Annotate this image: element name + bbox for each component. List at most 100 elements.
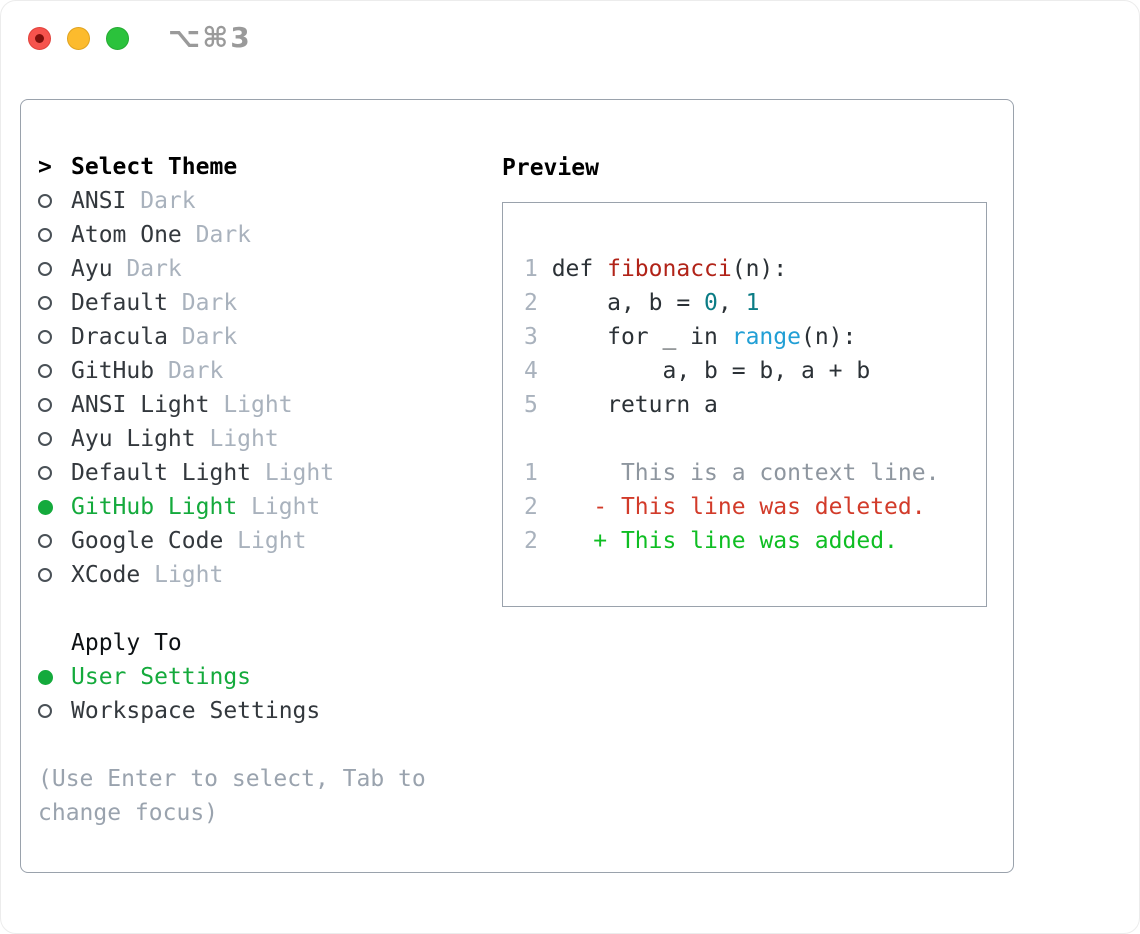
- close-button[interactable]: [28, 27, 51, 50]
- radio-slot: [38, 398, 71, 412]
- option-variant: Dark: [167, 324, 238, 350]
- code-segment: 1: [745, 290, 760, 316]
- option-name: Google Code: [71, 528, 224, 554]
- zoom-button[interactable]: [106, 27, 129, 50]
- option-variant: Light: [140, 562, 224, 588]
- theme-option-github[interactable]: GitHub Dark: [38, 354, 470, 388]
- radio-icon: [38, 194, 52, 208]
- radio-icon: [38, 262, 52, 276]
- theme-option-ayu-light[interactable]: Ayu Light Light: [38, 422, 470, 456]
- apply-to-label: Apply To: [71, 630, 182, 656]
- option-variant: Dark: [181, 222, 252, 248]
- code-line: 3 for _ in range(n):: [524, 320, 986, 354]
- line-number: 3: [524, 324, 538, 350]
- select-theme-header: > Select Theme: [38, 150, 470, 184]
- radio-selected-icon: [38, 669, 53, 685]
- option-name: ANSI: [71, 188, 127, 214]
- code-segment: (n):: [731, 256, 788, 282]
- theme-option-dracula[interactable]: Dracula Dark: [38, 320, 470, 354]
- theme-option-default[interactable]: Default Dark: [38, 286, 470, 320]
- option-name: Dracula: [71, 324, 168, 350]
- code-segment: 0: [704, 290, 718, 316]
- preview-label: Preview: [502, 155, 599, 181]
- radio-icon: [38, 228, 52, 242]
- code-segment: This is a context line.: [537, 460, 940, 486]
- theme-option-default-light[interactable]: Default Light Light: [38, 456, 470, 490]
- apply-option-user-settings[interactable]: User Settings: [38, 660, 470, 694]
- window-title: ⌥⌘3: [168, 21, 252, 54]
- radio-icon: [38, 296, 52, 310]
- radio-slot: [38, 330, 71, 344]
- radio-slot: [38, 432, 71, 446]
- code-segment: def: [537, 256, 608, 282]
- radio-selected-icon: [38, 499, 53, 515]
- option-variant: Light: [209, 392, 293, 418]
- option-variant: Light: [223, 528, 307, 554]
- option-name: Ayu: [71, 256, 113, 282]
- option-name: Default: [71, 290, 168, 316]
- select-theme-label: Select Theme: [71, 154, 238, 180]
- option-name: ANSI Light: [71, 392, 210, 418]
- radio-slot: [38, 364, 71, 378]
- line-number: [524, 426, 538, 452]
- close-dot-icon: [35, 34, 44, 43]
- code-line: 4 a, b = b, a + b: [524, 354, 986, 388]
- theme-option-ansi[interactable]: ANSI Dark: [38, 184, 470, 218]
- theme-option-google-code[interactable]: Google Code Light: [38, 524, 470, 558]
- radio-slot: [38, 296, 71, 310]
- spacer: [38, 728, 470, 762]
- code-line: 2 + This line was added.: [524, 524, 986, 558]
- option-name: Workspace Settings: [71, 698, 321, 724]
- line-number: 5: [524, 392, 538, 418]
- line-number: 2: [524, 528, 538, 554]
- radio-slot: [38, 194, 71, 208]
- theme-option-github-light[interactable]: GitHub Light Light: [38, 490, 470, 524]
- option-variant: Dark: [126, 188, 196, 214]
- option-name: Ayu Light: [71, 426, 196, 452]
- radio-slot: [38, 669, 71, 685]
- code-line: 1 This is a context line.: [524, 456, 986, 490]
- option-name: User Settings: [71, 664, 252, 690]
- theme-option-ayu[interactable]: Ayu Dark: [38, 252, 470, 286]
- option-name: XCode: [71, 562, 141, 588]
- radio-icon: [38, 534, 52, 548]
- radio-icon: [38, 568, 52, 582]
- apply-option-workspace-settings[interactable]: Workspace Settings: [38, 694, 470, 728]
- spacer: [38, 592, 470, 626]
- radio-slot: [38, 499, 71, 515]
- line-number: 2: [524, 290, 538, 316]
- radio-slot: [38, 228, 71, 242]
- code-segment: a, b =: [537, 290, 705, 316]
- theme-option-atom-one[interactable]: Atom One Dark: [38, 218, 470, 252]
- option-variant: Dark: [154, 358, 224, 384]
- minimize-button[interactable]: [67, 27, 90, 50]
- cursor-arrow-icon: >: [38, 154, 52, 180]
- option-name: GitHub Light: [71, 494, 238, 520]
- theme-option-xcode[interactable]: XCode Light: [38, 558, 470, 592]
- code-segment: a, b = b, a + b: [537, 358, 871, 384]
- theme-option-ansi-light[interactable]: ANSI Light Light: [38, 388, 470, 422]
- option-name: Default Light: [71, 460, 252, 486]
- code-segment: (n):: [800, 324, 857, 350]
- line-number: 1: [524, 460, 538, 486]
- code-segment: range: [731, 324, 801, 350]
- option-name: GitHub: [71, 358, 155, 384]
- option-variant: Light: [237, 494, 321, 520]
- code-segment: for _ in: [537, 324, 732, 350]
- radio-icon: [38, 398, 52, 412]
- hint-text: (Use Enter to select, Tab to change focu…: [38, 766, 426, 826]
- code-segment: - This line was deleted.: [537, 494, 926, 520]
- code-segment: ,: [717, 290, 746, 316]
- code-line: 5 return a: [524, 388, 986, 422]
- line-number: 2: [524, 494, 538, 520]
- option-name: Atom One: [71, 222, 182, 248]
- code-line: 2 a, b = 0, 1: [524, 286, 986, 320]
- code-segment: return a: [537, 392, 718, 418]
- radio-slot: [38, 568, 71, 582]
